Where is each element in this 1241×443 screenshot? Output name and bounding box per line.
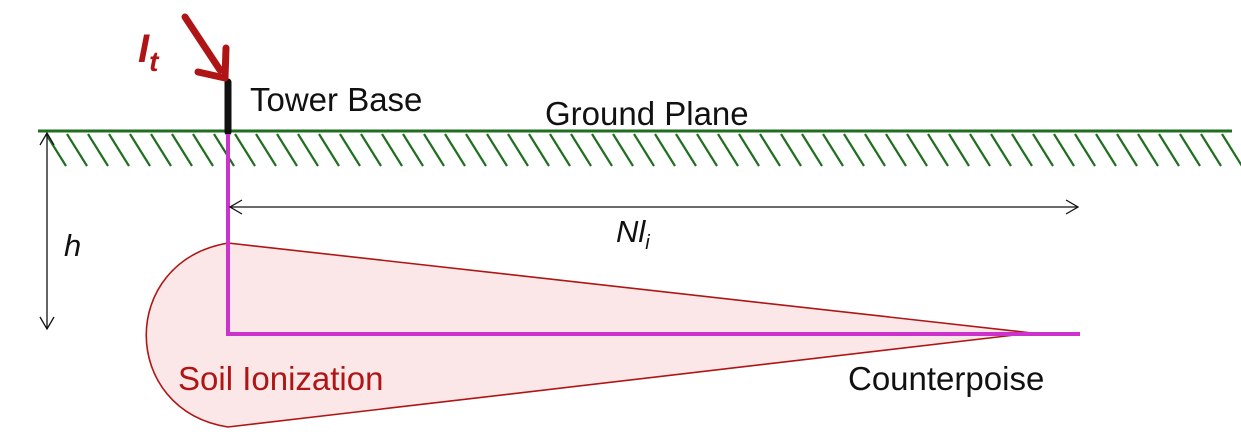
hatch-mark [1011, 133, 1033, 167]
hatch-mark [885, 133, 907, 167]
hatch-mark [633, 133, 655, 167]
hatch-mark [738, 133, 760, 167]
hatch-mark [507, 133, 529, 167]
hatch-mark [1179, 133, 1201, 167]
hatch-mark [45, 133, 67, 167]
tower-base-label: Tower Base [250, 81, 422, 118]
hatch-mark [612, 133, 634, 167]
hatch-mark [654, 133, 676, 167]
hatch-mark [360, 133, 382, 167]
distance-subscript: i [645, 232, 650, 254]
hatch-mark [234, 133, 256, 167]
current-label: It [138, 27, 160, 77]
hatch-mark [150, 133, 172, 167]
hatch-mark [297, 133, 319, 167]
hatch-mark [1200, 133, 1222, 167]
length-dimension-arrow [228, 199, 1080, 215]
hatch-mark [822, 133, 844, 167]
distance-label: Nli [616, 214, 650, 254]
hatch-mark [66, 133, 88, 167]
depth-dimension-arrow [39, 131, 55, 331]
ground-plane-label: Ground Plane [545, 95, 749, 132]
hatch-mark [801, 133, 823, 167]
hatch-mark [108, 133, 130, 167]
hatch-mark [927, 133, 949, 167]
hatch-mark [948, 133, 970, 167]
hatch-mark [1032, 133, 1054, 167]
hatch-mark [675, 133, 697, 167]
depth-label: h [64, 228, 81, 263]
hatch-mark [1116, 133, 1138, 167]
hatch-mark [906, 133, 928, 167]
hatch-mark [171, 133, 193, 167]
hatch-mark [213, 133, 235, 167]
hatch-mark [129, 133, 151, 167]
hatch-mark [780, 133, 802, 167]
hatch-mark [318, 133, 340, 167]
ground-hatching [45, 133, 1241, 167]
hatch-mark [549, 133, 571, 167]
hatch-mark [717, 133, 739, 167]
hatch-mark [1158, 133, 1180, 167]
hatch-mark [276, 133, 298, 167]
hatch-mark [381, 133, 403, 167]
hatch-mark [1095, 133, 1117, 167]
hatch-mark [969, 133, 991, 167]
hatch-mark [1053, 133, 1075, 167]
hatch-mark [843, 133, 865, 167]
hatch-mark [1074, 133, 1096, 167]
hatch-mark [423, 133, 445, 167]
hatch-mark [1137, 133, 1159, 167]
current-arrow [181, 13, 230, 82]
hatch-mark [192, 133, 214, 167]
hatch-mark [1221, 133, 1241, 167]
hatch-mark [570, 133, 592, 167]
hatch-mark [591, 133, 613, 167]
hatch-mark [402, 133, 424, 167]
counterpoise-label: Counterpoise [848, 360, 1044, 397]
hatch-mark [486, 133, 508, 167]
hatch-mark [444, 133, 466, 167]
hatch-mark [759, 133, 781, 167]
hatch-mark [87, 133, 109, 167]
hatch-mark [339, 133, 361, 167]
hatch-mark [255, 133, 277, 167]
hatch-mark [990, 133, 1012, 167]
soil-ionization-label: Soil Ionization [178, 360, 383, 397]
hatch-mark [465, 133, 487, 167]
hatch-mark [528, 133, 550, 167]
hatch-mark [696, 133, 718, 167]
current-subscript: t [149, 46, 160, 77]
hatch-mark [864, 133, 886, 167]
